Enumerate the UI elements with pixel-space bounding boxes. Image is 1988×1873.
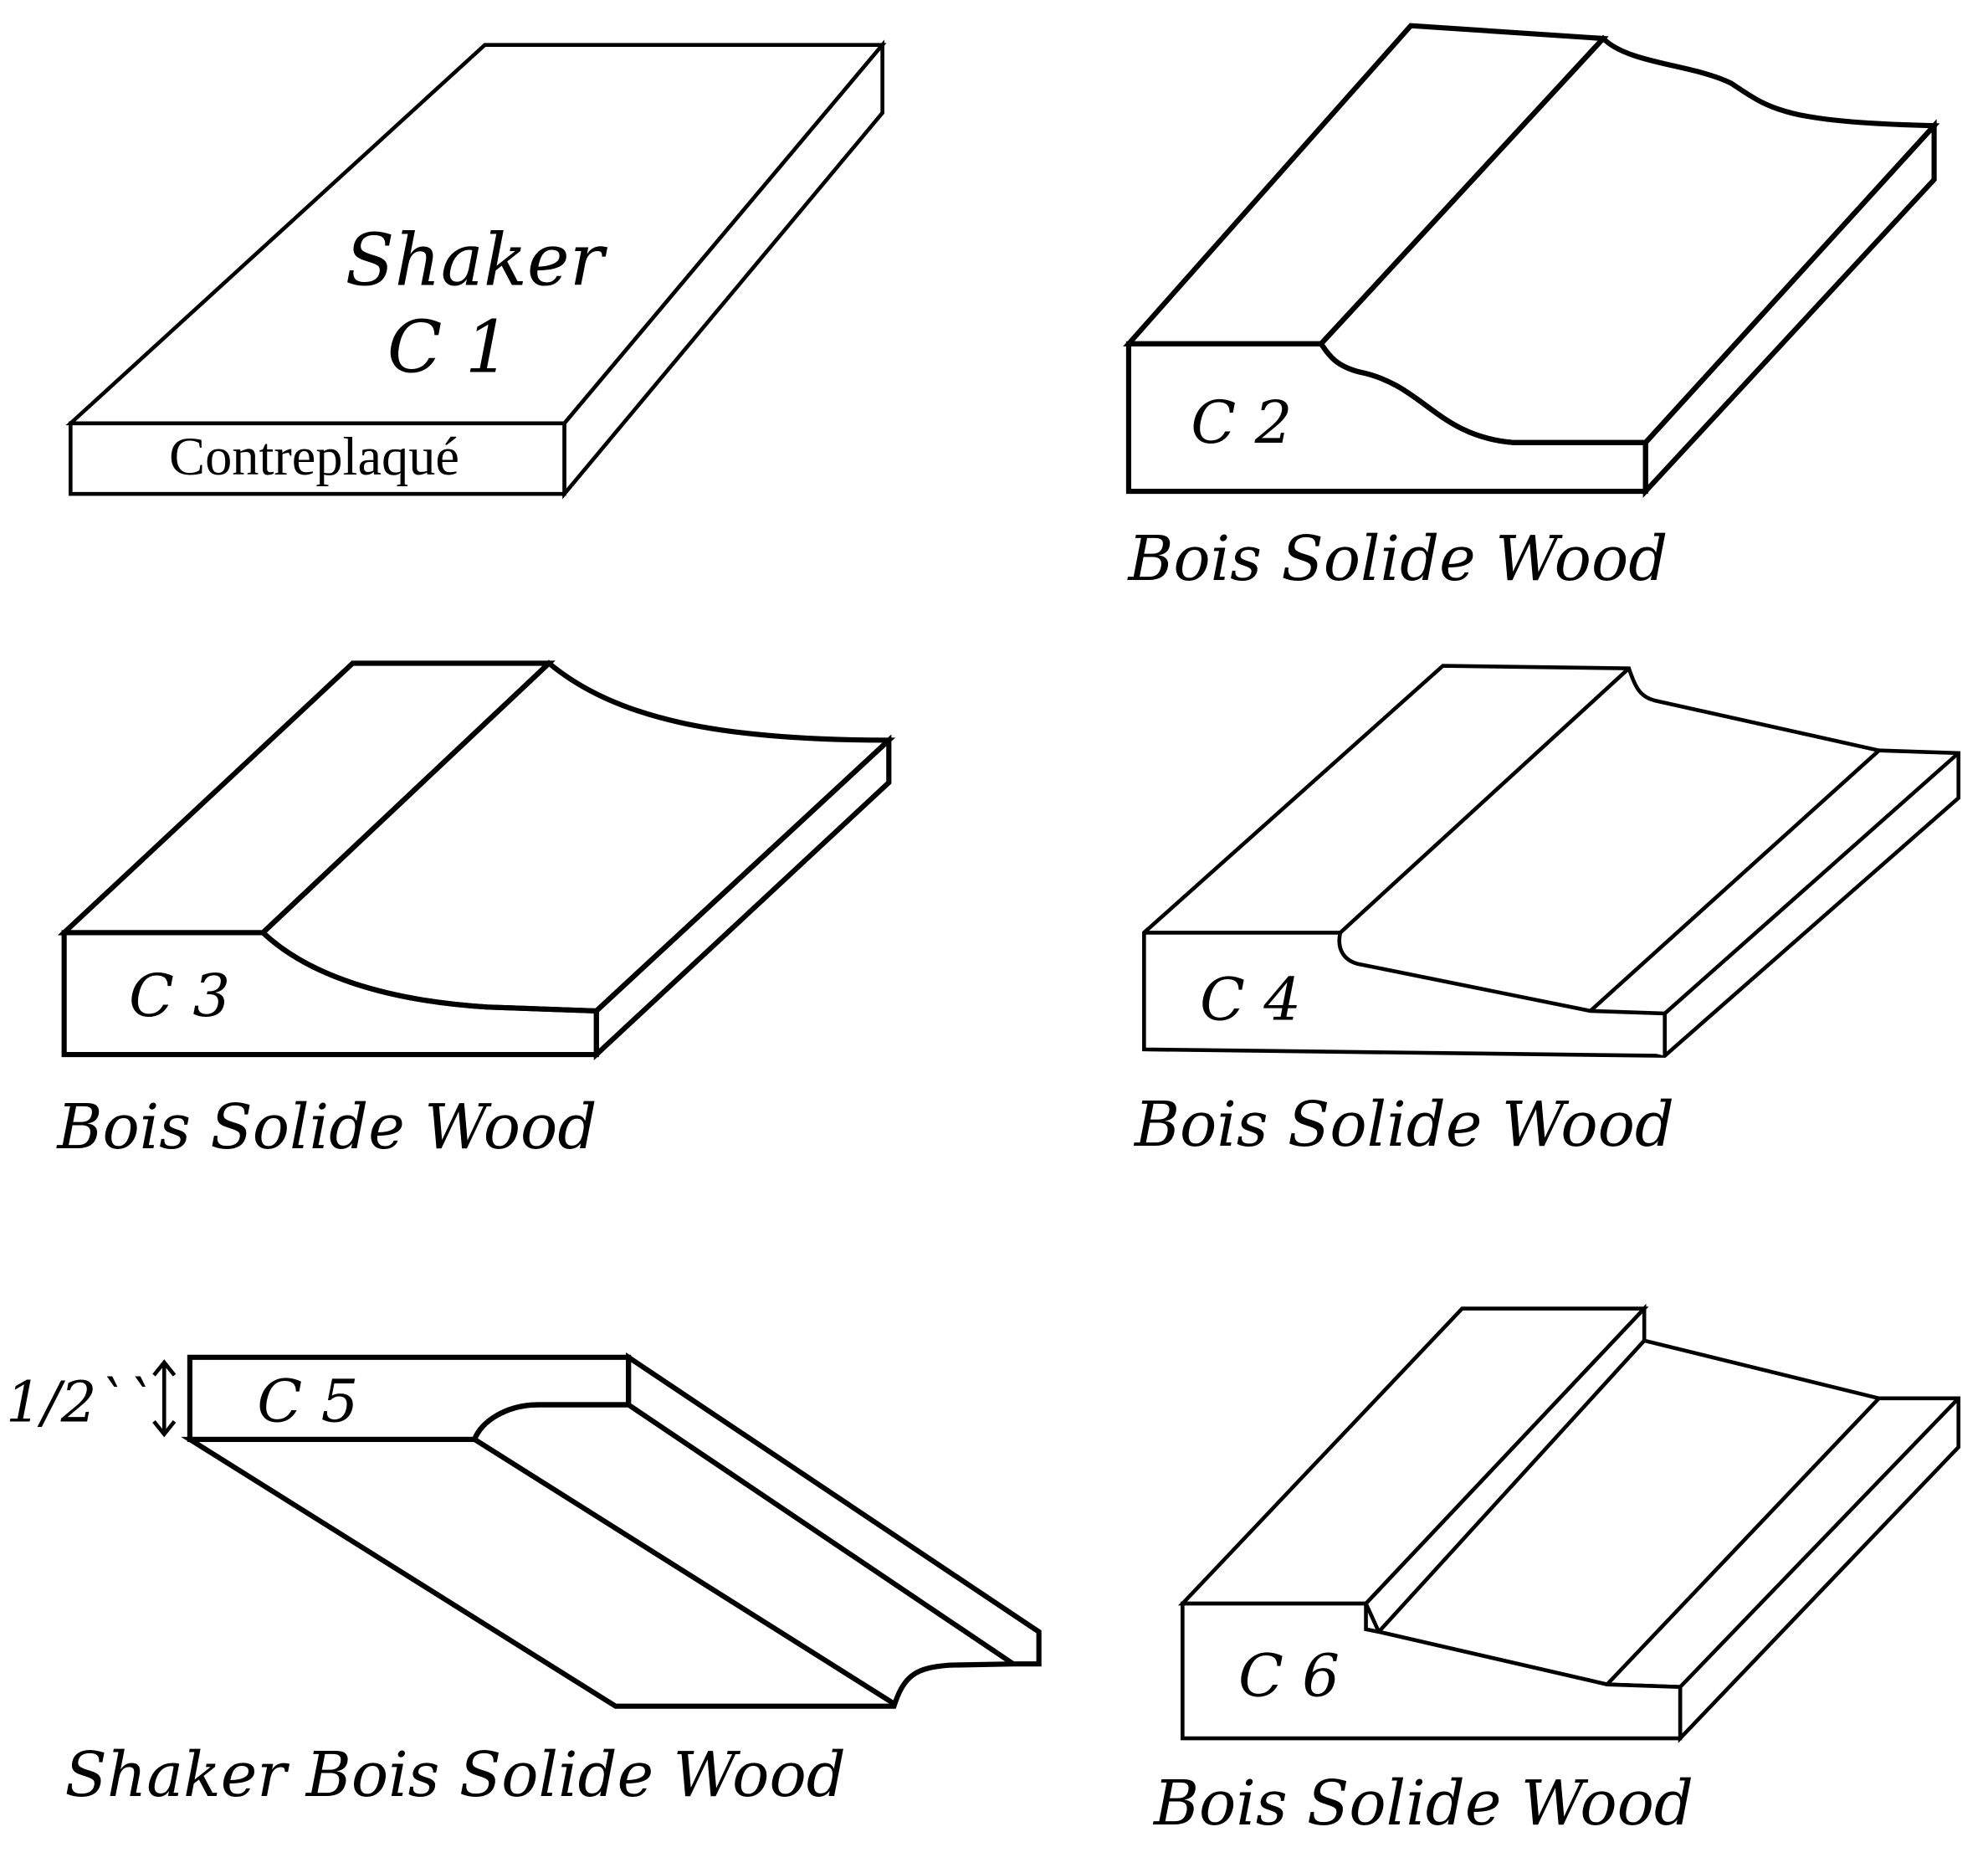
c3-code: C 3 xyxy=(129,962,230,1030)
c1-title: Shaker xyxy=(346,218,608,302)
c2-code: C 2 xyxy=(1191,388,1292,457)
profile-c3: C 3 Bois Solide Wood xyxy=(55,659,896,1163)
profile-c2: C 2 Bois Solide Wood xyxy=(1123,23,1940,595)
c5-code: C 5 xyxy=(257,1367,358,1435)
c6-caption: Bois Solide Wood xyxy=(1152,1768,1693,1840)
profile-c6: C 6 Bois Solide Wood xyxy=(1152,1303,1961,1840)
profile-c4: C 4 Bois Solide Wood xyxy=(1133,664,1961,1161)
c5-dimension: 1/2`` xyxy=(6,1368,153,1434)
double-arrow-icon xyxy=(152,1359,177,1438)
c6-code: C 6 xyxy=(1238,1641,1340,1710)
c1-code: C 1 xyxy=(387,306,511,390)
c4-caption: Bois Solide Wood xyxy=(1133,1090,1674,1161)
c2-caption: Bois Solide Wood xyxy=(1126,524,1668,595)
profile-c1: Shaker C 1 Contreplaqué xyxy=(65,39,887,500)
c3-caption: Bois Solide Wood xyxy=(55,1092,597,1163)
profile-c5: C 5 1/2`` Shaker Bois Solide Wood xyxy=(6,1352,1042,1811)
c1-material: Contreplaqué xyxy=(169,427,459,486)
c5-caption: Shaker Bois Solide Wood xyxy=(65,1740,846,1811)
c4-code: C 4 xyxy=(1200,966,1301,1034)
